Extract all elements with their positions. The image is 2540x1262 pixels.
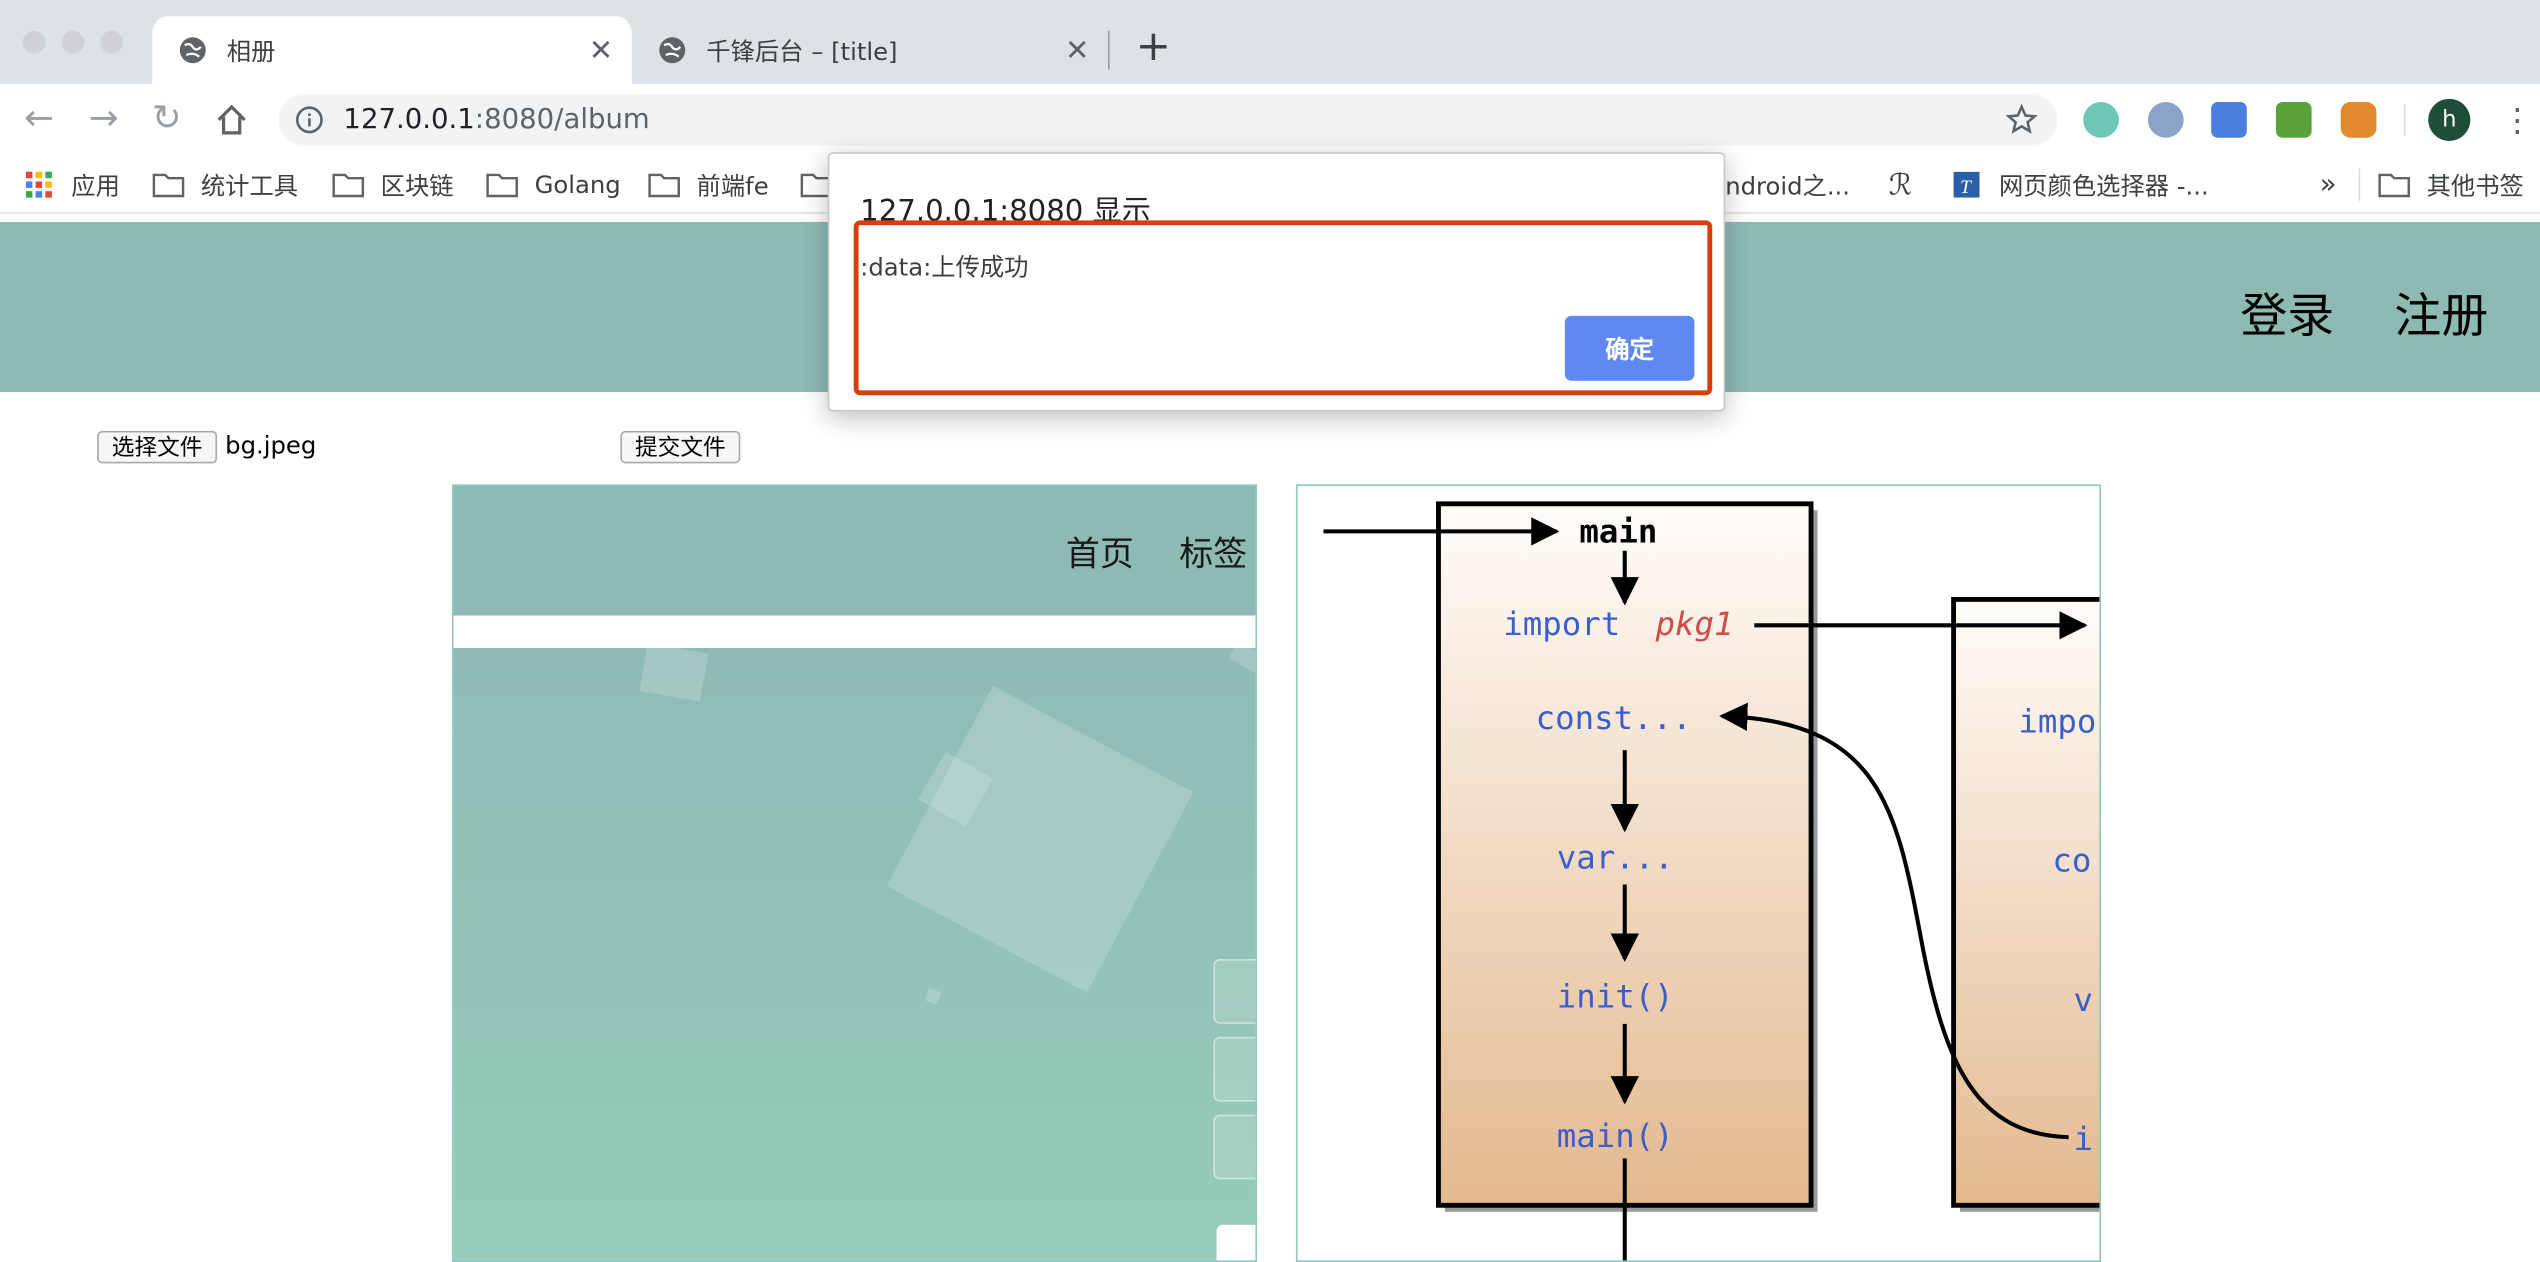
bookmark-label: 网页颜色选择器 -... xyxy=(1998,170,2209,201)
folder-icon xyxy=(2378,173,2411,198)
go-init-diagram: main import pkg1 const... var... init() … xyxy=(1323,501,2100,1261)
register-link[interactable]: 注册 xyxy=(2394,288,2489,344)
album-photo-1[interactable]: 首页 标签 xyxy=(451,484,1258,1262)
extension-window-icon[interactable] xyxy=(2275,102,2312,138)
bookmarks-overflow-button[interactable]: » xyxy=(2320,156,2337,214)
home-icon[interactable] xyxy=(214,102,250,138)
window-minimize-button[interactable] xyxy=(61,30,85,54)
bookmark-folder-golang[interactable]: Golang xyxy=(486,156,621,214)
photo-side-tab xyxy=(1213,1114,1256,1180)
dialog-message: :data:上传成功 xyxy=(860,252,1029,282)
bookmark-label: Golang xyxy=(534,170,621,200)
photo-nav-tags: 标签 xyxy=(1179,534,1248,574)
diagram-partial-import: impo xyxy=(2018,702,2096,740)
overflow-icon: » xyxy=(2319,168,2337,201)
globe-icon xyxy=(659,37,686,64)
translate-icon[interactable] xyxy=(2211,102,2247,138)
photo-background xyxy=(453,641,1256,1261)
diagram-main-label: main xyxy=(1579,513,1657,551)
bookmark-label: 前端fe xyxy=(696,170,769,201)
diagram-partial-var: v xyxy=(2073,981,2092,1019)
photo-site-header: 首页 标签 xyxy=(453,486,1256,616)
decor-square xyxy=(924,988,942,1005)
profile-avatar[interactable]: h xyxy=(2428,98,2471,141)
selected-file-name: bg.jpeg xyxy=(225,430,317,461)
address-bar[interactable]: 127.0.0.1:8080/album xyxy=(278,93,2058,146)
script-glyph-icon: ℛ xyxy=(1888,167,1913,202)
info-icon[interactable] xyxy=(295,105,324,134)
photo-side-tab xyxy=(1213,959,1256,1024)
photo-side-white-tab xyxy=(1216,1224,1256,1261)
choose-file-button[interactable]: 选择文件 xyxy=(97,430,218,464)
photo-nav-home: 首页 xyxy=(1065,534,1134,574)
svg-text:T: T xyxy=(1960,177,1972,198)
new-tab-button[interactable]: + xyxy=(1135,22,1172,72)
close-icon[interactable]: ✕ xyxy=(1065,33,1090,68)
globe-icon xyxy=(179,37,206,64)
diagram-main-call-label: main() xyxy=(1557,1117,1674,1155)
bookmark-color-picker[interactable]: T 网页颜色选择器 -... xyxy=(1950,156,2209,214)
star-icon[interactable] xyxy=(2005,103,2038,136)
menu-dots-icon[interactable]: ⋮ xyxy=(2501,100,2534,140)
bookmark-label: 统计工具 xyxy=(200,170,299,201)
folder-icon xyxy=(486,173,518,198)
bookmark-folder-frontend[interactable]: 前端fe xyxy=(648,156,769,214)
apps-icon xyxy=(25,171,52,198)
bookmark-folder-other[interactable]: 其他书签 xyxy=(2378,156,2524,214)
diagram-const-label: const... xyxy=(1536,699,1692,737)
decor-square xyxy=(886,685,1194,993)
color-picker-site-icon: T xyxy=(1953,171,1980,198)
window-zoom-button[interactable] xyxy=(100,30,124,54)
tab-album[interactable]: 相册 ✕ xyxy=(152,16,632,85)
folder-icon xyxy=(332,173,365,198)
extension-ring-icon[interactable] xyxy=(2147,102,2184,138)
diagram-init-label: init() xyxy=(1557,978,1674,1016)
browser-toolbar: ← → ↻ 127.0.0.1:8080/album h ⋮ xyxy=(0,84,2540,156)
dialog-ok-button[interactable]: 确定 xyxy=(1564,315,1695,381)
bookmark-label: ndroid之... xyxy=(1725,170,1851,201)
decor-square xyxy=(639,643,709,702)
alert-dialog: 127.0.0.1:8080 显示 :data:上传成功 确定 xyxy=(827,152,1726,412)
diagram-partial-const: co xyxy=(2052,842,2091,880)
tab-title: 相册 xyxy=(226,36,276,66)
dialog-highlight-box xyxy=(853,220,1713,396)
tab-strip: 相册 ✕ 千锋后台 – [title] ✕ + xyxy=(0,0,2540,85)
url-host: 127.0.0.1 xyxy=(343,103,475,137)
diagram-import-keyword: import xyxy=(1503,605,1620,643)
extension-m-icon[interactable] xyxy=(2083,102,2119,138)
tab-admin[interactable]: 千锋后台 – [title] ✕ xyxy=(632,16,1108,84)
diagram-import-pkg: pkg1 xyxy=(1655,605,1734,643)
toolbar-separator xyxy=(2403,103,2406,137)
login-link[interactable]: 登录 xyxy=(2240,288,2335,344)
bookmark-label: 应用 xyxy=(71,170,120,201)
bookmark-label: 其他书签 xyxy=(2426,170,2524,201)
photo-white-band xyxy=(453,615,1256,649)
bookmark-label: 区块链 xyxy=(380,170,454,201)
tab-title: 千锋后台 – [title] xyxy=(706,36,898,66)
album-photo-2[interactable]: main import pkg1 const... var... init() … xyxy=(1295,484,2102,1262)
reload-icon[interactable]: ↻ xyxy=(151,98,182,140)
diagram-partial-init: i xyxy=(2073,1120,2092,1158)
url-path: :8080/album xyxy=(474,103,650,137)
bookmark-folder-blockchain[interactable]: 区块链 xyxy=(332,156,454,214)
tab-separator xyxy=(1108,30,1110,70)
diagram-var-label: var... xyxy=(1557,838,1674,876)
bookmark-script-icon[interactable]: ℛ xyxy=(1889,156,1912,214)
metamask-fox-icon[interactable] xyxy=(2340,102,2377,138)
bookmark-apps[interactable]: 应用 xyxy=(25,156,120,214)
folder-icon xyxy=(648,173,680,198)
bookmark-folder-stats[interactable]: 统计工具 xyxy=(152,156,298,214)
submit-file-button[interactable]: 提交文件 xyxy=(620,430,741,464)
folder-icon xyxy=(152,173,185,198)
back-icon[interactable]: ← xyxy=(23,98,54,140)
window-close-button[interactable] xyxy=(22,30,46,54)
bookmark-android[interactable]: ndroid之... xyxy=(1725,156,1850,214)
forward-icon[interactable]: → xyxy=(88,98,119,140)
photo-side-tab xyxy=(1213,1036,1256,1102)
close-icon[interactable]: ✕ xyxy=(588,33,614,68)
bookmarks-separator xyxy=(2358,168,2361,201)
